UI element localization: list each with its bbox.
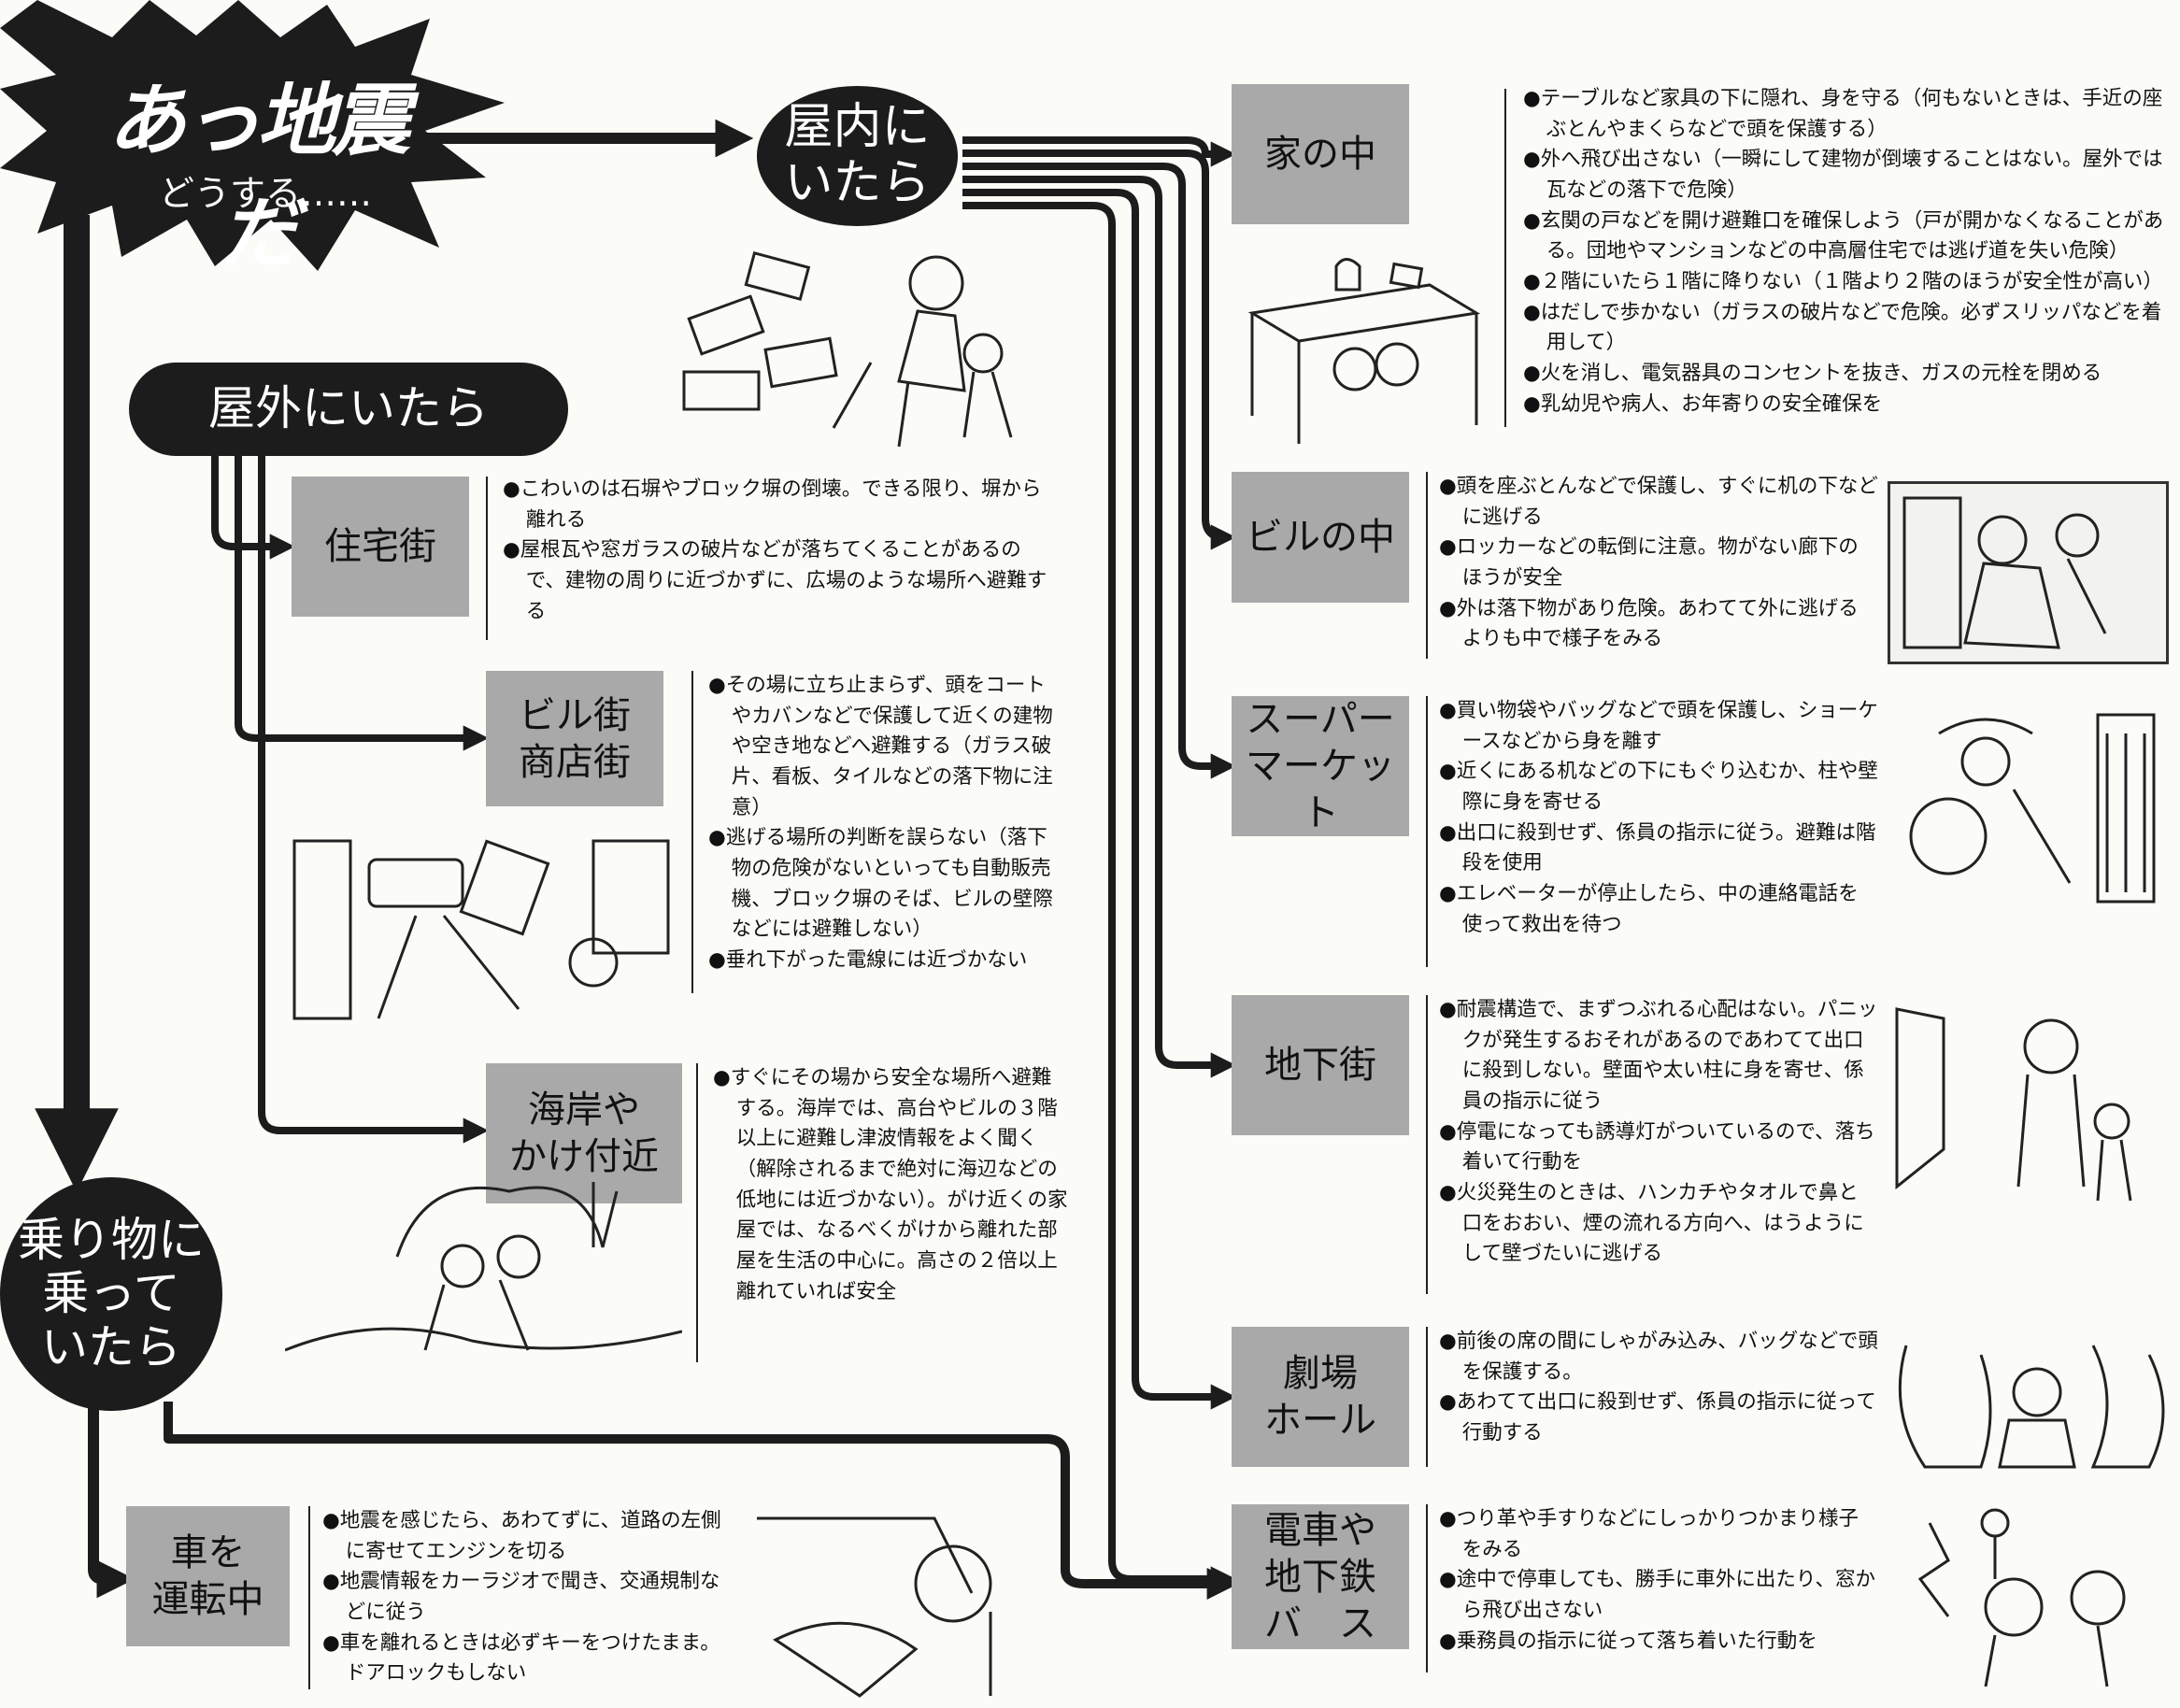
box-home: 家の中 (1232, 84, 1409, 224)
box-business-district: ビル街 商店街 (486, 671, 663, 806)
list-driving: 地震を感じたら、あわてずに、道路の左側に寄せてエンジンを切る 地震情報をカーラジ… (322, 1506, 734, 1689)
illustration-office (1888, 481, 2169, 664)
list-item: 前後の席の間にしゃがみ込み、バッグなどで頭を保護する。 (1439, 1327, 1878, 1388)
list-item: すぐにその場から安全な場所へ避難する。海岸では、高台やビルの３階以上に避難し津波… (713, 1063, 1068, 1307)
list-item: つり革や手すりなどにしっかりつかまり様子をみる (1439, 1504, 1878, 1565)
arrow-indoor-branch-4 (962, 189, 1236, 1410)
illustration-cliff (285, 1163, 682, 1369)
divider (1426, 696, 1428, 967)
arrow-indoor-branch-2 (962, 163, 1236, 779)
box-coast-cliff: 海岸や かけ付近 (486, 1063, 682, 1203)
list-residential: こわいのは石塀やブロック塀の倒壊。できる限り、塀から離れる 屋根瓦や窓ガラスの破… (503, 475, 1054, 627)
list-item: 地震情報をカーラジオで聞き、交通規制などに従う (322, 1567, 734, 1628)
divider (486, 477, 488, 640)
list-item: 出口に殺到せず、係員の指示に従う。避難は階段を使用 (1439, 818, 1878, 879)
list-item: 垂れ下がった電線には近づかない (708, 946, 1063, 976)
list-item: 外は落下物があり危険。あわてて外に逃げるよりも中で様子をみる (1439, 594, 1878, 655)
list-item: 車を離れるときは必ずキーをつけたまま。ドアロックもしない (322, 1629, 734, 1689)
list-item: 近くにある机などの下にもぐり込むか、柱や壁際に身を寄せる (1439, 757, 1878, 818)
list-item: あわてて出口に殺到せず、係員の指示に従って行動する (1439, 1388, 1878, 1448)
list-item: その場に立ち止まらず、頭をコートやカバンなどで保護して近くの建物や空き地などへ避… (708, 671, 1063, 823)
box-underground-mall: 地下街 (1232, 995, 1409, 1135)
list-item: テーブルなど家具の下に隠れ、身を守る（何もないときは、手近の座ぶとんやまくらなど… (1523, 84, 2177, 145)
list-item: 玄関の戸などを開け避難口を確保しよう（戸が開かなくなることがある。団地やマンショ… (1523, 206, 2177, 267)
illustration-bag-blocks (285, 832, 682, 1032)
box-residential: 住宅街 (292, 477, 469, 617)
list-item: 地震を感じたら、あわてずに、道路の左側に寄せてエンジンを切る (322, 1506, 734, 1567)
divider (1426, 1327, 1428, 1467)
list-supermarket: 買い物袋やバッグなどで頭を保護し、ショーケースなどから身を離す 近くにある机など… (1439, 696, 1878, 940)
list-item: はだしで歩かない（ガラスの破片などで危険。必ずスリッパなどを着用して） (1523, 298, 2177, 359)
arrow-indoor-branch-1 (962, 149, 1236, 550)
illustration-theater (1888, 1327, 2173, 1481)
arrow-vehicle-driving (88, 1402, 135, 1599)
list-item: 火災発生のときは、ハンカチやタオルで鼻と口をおおい、煙の流れる方向へ、はうように… (1439, 1178, 1878, 1270)
title-starburst: あっ地震だ どうする…… (0, 0, 523, 279)
illustration-falling-blocks (665, 241, 1058, 456)
divider (308, 1506, 310, 1689)
outdoor-oval: 屋外にいたら (129, 363, 568, 456)
arrow-outdoor-coast (258, 456, 489, 1144)
list-building: 頭を座ぶとんなどで保護し、すぐに机の下などに逃げる ロッカーなどの転倒に注意。物… (1439, 472, 1878, 655)
arrow-indoor-branch-5 (962, 202, 1236, 1592)
arrow-outdoor-business (235, 456, 489, 751)
list-item: エレベーターが停止したら、中の連絡電話を使って救出を待つ (1439, 879, 1878, 940)
list-item: 耐震構造で、まずつぶれる心配はない。パニックが発生するおそれがあるのであわてて出… (1439, 995, 1878, 1117)
list-item: 停電になっても誘導灯がついているので、落ち着いて行動を (1439, 1117, 1878, 1178)
list-item: こわいのは石塀やブロック塀の倒壊。できる限り、塀から離れる (503, 475, 1054, 535)
divider (691, 671, 693, 993)
list-theater: 前後の席の間にしゃがみ込み、バッグなどで頭を保護する。 あわてて出口に殺到せず、… (1439, 1327, 1878, 1449)
illustration-under-table (1243, 248, 1486, 453)
vehicle-oval: 乗り物に 乗って いたら (0, 1177, 222, 1411)
main-title-text: あっ地震だ (107, 75, 410, 279)
illustration-underground (1888, 1000, 2168, 1210)
list-item: 外へ飛び出さない（一瞬にして建物が倒壊することはない。屋外では瓦などの落下で危険… (1523, 145, 2177, 206)
box-train: 電車や 地下鉄 バ ス (1232, 1504, 1409, 1649)
divider (1426, 1504, 1428, 1672)
box-theater: 劇場 ホール (1232, 1327, 1409, 1467)
starburst-shape (0, 0, 505, 271)
arrow-vehicle-train (164, 1402, 1239, 1601)
list-item: 乳幼児や病人、お年寄りの安全確保を (1523, 390, 2177, 420)
list-item: ２階にいたら１階に降りない（１階より２階のほうが安全性が高い） (1523, 267, 2177, 298)
box-supermarket: スーパー マーケット (1232, 696, 1409, 836)
divider (1504, 89, 1506, 427)
list-item: ロッカーなどの転倒に注意。物がない廊下のほうが安全 (1439, 533, 1878, 593)
box-driving: 車を 運転中 (126, 1506, 290, 1646)
list-item: 逃げる場所の判断を誤らない（落下物の危険がないといっても自動販売機、ブロック塀の… (708, 823, 1063, 946)
list-item: 火を消し、電気器具のコンセントを抜き、ガスの元栓を閉める (1523, 359, 2177, 390)
list-item: 頭を座ぶとんなどで保護し、すぐに机の下などに逃げる (1439, 472, 1878, 533)
box-building: ビルの中 (1232, 472, 1409, 603)
list-coast-cliff: すぐにその場から安全な場所へ避難する。海岸では、高台やビルの３階以上に避難し津波… (713, 1063, 1068, 1307)
list-item: 屋根瓦や窓ガラスの破片などが落ちてくることがあるので、建物の周りに近づかずに、広… (503, 535, 1054, 627)
list-item: 乗務員の指示に従って落ち着いた行動を (1439, 1627, 1878, 1658)
divider (1426, 995, 1428, 1294)
arrow-outdoor-residential (211, 456, 295, 560)
list-business-district: その場に立ち止まらず、頭をコートやカバンなどで保護して近くの建物や空き地などへ避… (708, 671, 1063, 976)
divider (696, 1063, 698, 1362)
arrow-indoor-branch-3 (962, 176, 1236, 1078)
list-underground-mall: 耐震構造で、まずつぶれる心配はない。パニックが発生するおそれがあるのであわてて出… (1439, 995, 1878, 1270)
list-item: 途中で停車しても、勝手に車外に出たり、窓から飛び出さない (1439, 1565, 1878, 1626)
indoor-oval: 屋内に いたら (757, 86, 958, 226)
illustration-supermarket (1883, 696, 2168, 916)
divider (1426, 472, 1428, 659)
list-home: テーブルなど家具の下に隠れ、身を守る（何もないときは、手近の座ぶとんやまくらなど… (1523, 84, 2177, 420)
arrow-indoor-branch-0 (962, 136, 1236, 167)
illustration-car (748, 1509, 1037, 1701)
list-train: つり革や手すりなどにしっかりつかまり様子をみる 途中で停車しても、勝手に車外に出… (1439, 1504, 1878, 1657)
subtitle-text: どうする…… (159, 173, 373, 214)
illustration-train (1911, 1504, 2173, 1691)
list-item: 買い物袋やバッグなどで頭を保護し、ショーケースなどから身を離す (1439, 696, 1878, 757)
